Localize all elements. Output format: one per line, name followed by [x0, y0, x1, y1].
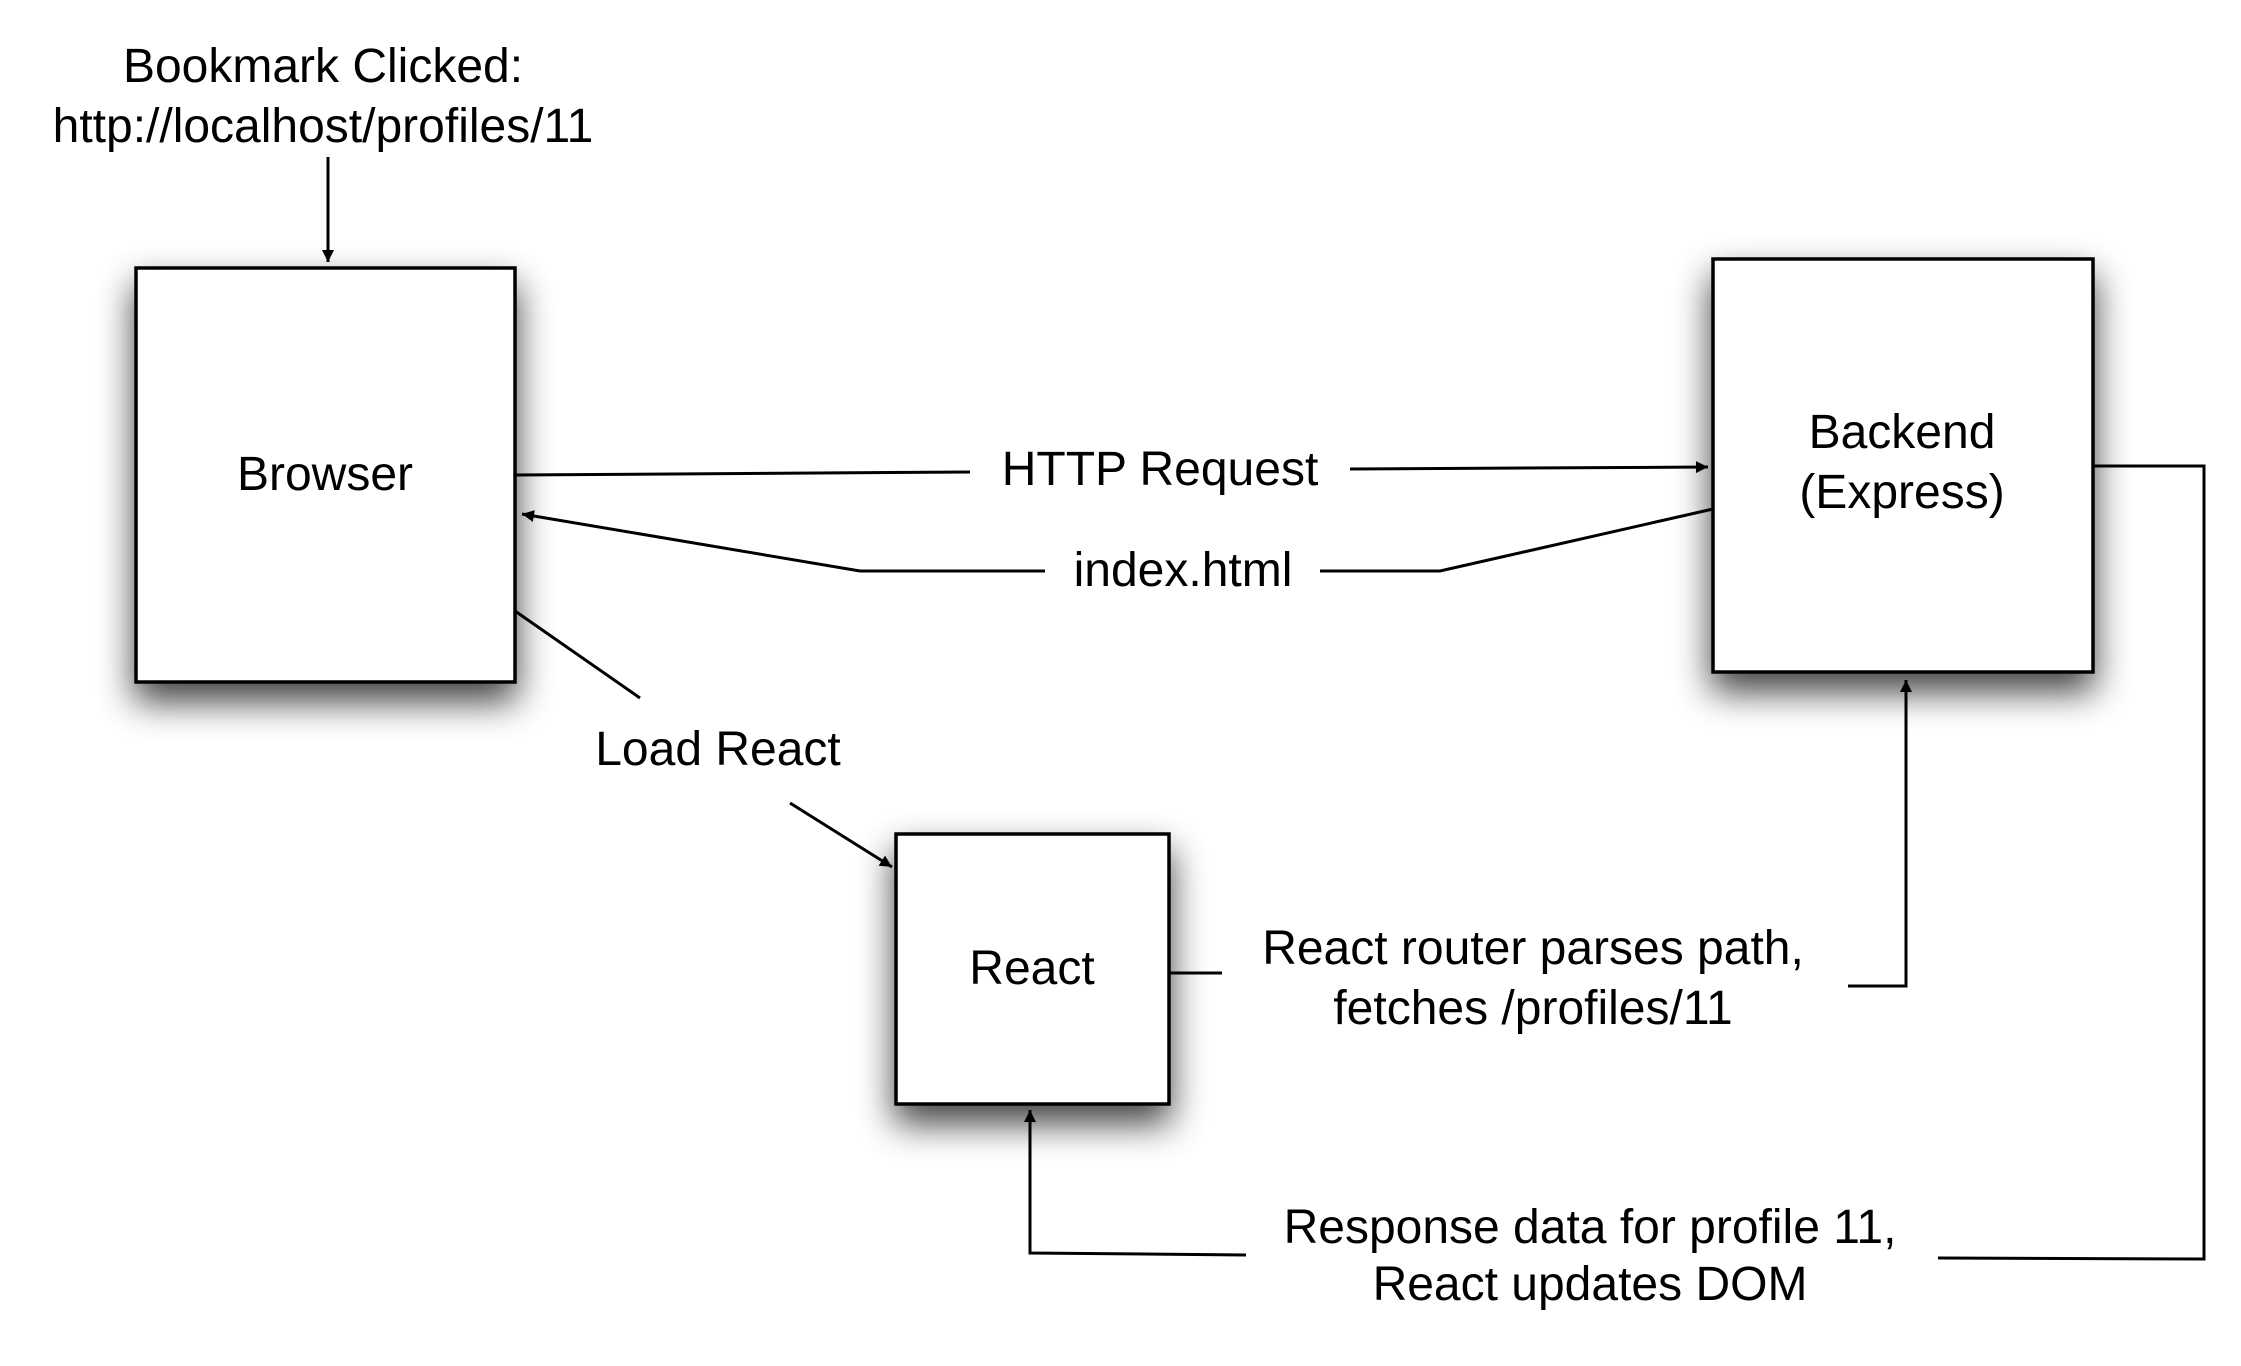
index-html-edge: index.html — [521, 507, 1714, 597]
index-html-line-left — [521, 510, 1045, 573]
response-data-line-right — [1937, 464, 2206, 1261]
backend-label-line2: (Express) — [1799, 466, 2004, 519]
react-node: React — [894, 832, 1171, 1106]
router-fetch-edge: React router parses path, fetches /profi… — [1169, 680, 1912, 1035]
react-box — [894, 832, 1171, 1106]
load-react-label: Load React — [595, 723, 841, 776]
router-fetch-label-line2: fetches /profiles/11 — [1333, 982, 1732, 1035]
router-fetch-label-line1: React router parses path, — [1262, 922, 1804, 975]
load-react-edge: Load React — [514, 609, 893, 869]
start-label: Bookmark Clicked: http://localhost/profi… — [53, 40, 594, 153]
react-label: React — [969, 942, 1094, 995]
browser-node: Browser — [134, 266, 517, 684]
backend-box — [1711, 257, 2095, 674]
index-html-label: index.html — [1074, 544, 1293, 597]
router-fetch-line-right — [1848, 680, 1912, 988]
backend-label-line1: Backend — [1809, 406, 1996, 459]
response-data-edge: Response data for profile 11, React upda… — [1024, 464, 2206, 1311]
index-html-line-right — [1320, 507, 1714, 573]
http-request-line-right — [1349, 461, 1709, 474]
http-request-edge: HTTP Request — [514, 443, 1709, 496]
load-react-line-top — [514, 609, 641, 700]
start-label-line2: http://localhost/profiles/11 — [53, 100, 594, 153]
response-data-label-line2: React updates DOM — [1373, 1258, 1808, 1311]
browser-box — [134, 266, 517, 684]
start-label-line1: Bookmark Clicked: — [123, 40, 523, 93]
backend-node: Backend (Express) — [1711, 257, 2095, 674]
response-data-label-line1: Response data for profile 11, — [1284, 1201, 1897, 1254]
load-react-line-bottom — [789, 801, 893, 869]
http-request-line-left — [514, 470, 971, 477]
response-data-line-left — [1024, 1110, 1247, 1257]
http-request-label: HTTP Request — [1002, 443, 1319, 496]
browser-label: Browser — [237, 448, 413, 501]
